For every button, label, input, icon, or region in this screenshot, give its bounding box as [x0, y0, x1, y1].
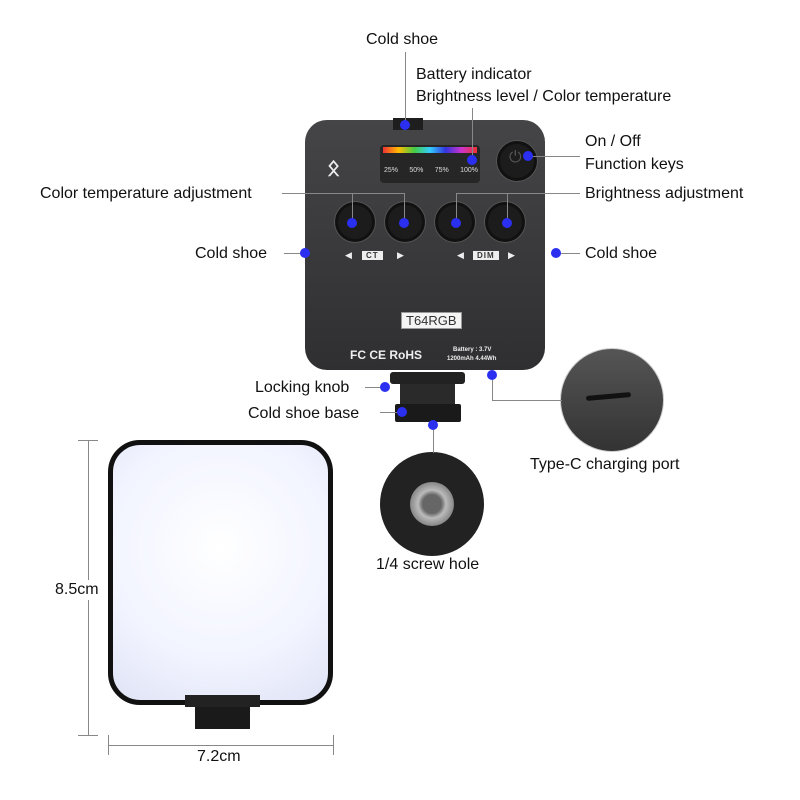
rgb-strip [383, 147, 477, 153]
label-cold-shoe-right: Cold shoe [585, 245, 658, 262]
screw-hole-icon [410, 482, 454, 526]
usb-port-icon [585, 392, 632, 401]
level-75: 75% [434, 167, 449, 174]
dim-tick [78, 440, 98, 441]
callout-dot [467, 155, 477, 165]
dim-tick [108, 735, 109, 755]
label-on-off: On / Off [585, 133, 641, 150]
level-25: 25% [384, 167, 399, 174]
front-cold-shoe-base [195, 707, 250, 729]
callout-line [456, 193, 457, 222]
battery-spec-1: Battery : 3.7V [453, 347, 492, 353]
locking-knob [390, 372, 465, 384]
front-locking-knob [185, 695, 260, 707]
callout-dot [397, 407, 407, 417]
label-screw-hole: 1/4 screw hole [376, 556, 480, 573]
callout-line [433, 425, 434, 453]
callout-dot [523, 151, 533, 161]
label-locking-knob: Locking knob [255, 379, 350, 396]
callout-line [492, 375, 493, 400]
width-label: 7.2cm [197, 748, 241, 765]
battery-spec-2: 1200mAh 4.44Wh [447, 356, 497, 362]
callout-dot [502, 218, 512, 228]
light-body: 25% 50% 75% 100% ᛟ ⏻ ◀ CT ▶ ◀ DIM ▶ T64R… [305, 118, 545, 370]
ct-tag: CT [362, 251, 383, 260]
power-button[interactable]: ⏻ [497, 141, 537, 181]
width-dimension-line [108, 745, 334, 746]
model-label: T64RGB [401, 312, 462, 329]
left-arrow-icon: ◀ [457, 250, 464, 260]
level-100: 100% [460, 167, 478, 174]
callout-line [404, 193, 405, 222]
label-cold-shoe-base: Cold shoe base [248, 405, 360, 422]
right-arrow-icon: ▶ [397, 250, 404, 260]
callout-dot [428, 420, 438, 430]
callout-dot [487, 370, 497, 380]
callout-dot [300, 248, 310, 258]
callout-line [365, 387, 385, 388]
callout-line [456, 193, 580, 194]
callout-dot [451, 218, 461, 228]
brand-logo-icon: ᛟ [327, 155, 341, 180]
front-light-panel [108, 440, 333, 705]
cold-shoe-base [395, 404, 461, 422]
label-cold-shoe-top: Cold shoe [366, 31, 439, 48]
label-type-c: Type-C charging port [530, 456, 680, 473]
label-ct-adjust: Color temperature adjustment [40, 185, 252, 202]
callout-dot [551, 248, 561, 258]
dim-tick [78, 735, 98, 736]
dim-tick [333, 735, 334, 755]
level-50: 50% [409, 167, 424, 174]
label-cold-shoe-left: Cold shoe [195, 245, 268, 262]
left-arrow-icon: ◀ [345, 250, 352, 260]
callout-line [528, 156, 580, 157]
mount-stem [400, 384, 455, 406]
right-arrow-icon: ▶ [508, 250, 515, 260]
callout-dot [399, 218, 409, 228]
label-battery-indicator: Battery indicator [416, 66, 532, 83]
callout-line [284, 253, 305, 254]
callout-dot [347, 218, 357, 228]
power-icon: ⏻ [509, 149, 522, 166]
label-brightness-adjust: Brightness adjustment [585, 185, 744, 202]
callout-line [282, 193, 404, 194]
ct-up-button[interactable] [385, 202, 425, 242]
callout-line [472, 108, 473, 160]
display-panel: 25% 50% 75% 100% [380, 145, 480, 183]
callout-line [352, 193, 353, 222]
cert-logos: FC CE RoHS [350, 348, 422, 362]
callout-line [556, 253, 580, 254]
callout-line [380, 412, 402, 413]
height-label: 8.5cm [55, 580, 99, 600]
callout-line [492, 400, 562, 401]
label-brightness-color: Brightness level / Color temperature [416, 88, 672, 105]
screw-hole-zoom [380, 452, 484, 556]
callout-dot [400, 120, 410, 130]
type-c-zoom [560, 348, 664, 452]
dim-tag: DIM [473, 251, 499, 260]
label-function-keys: Function keys [585, 156, 684, 173]
callout-line [405, 52, 406, 124]
callout-dot [380, 382, 390, 392]
callout-line [507, 193, 508, 222]
